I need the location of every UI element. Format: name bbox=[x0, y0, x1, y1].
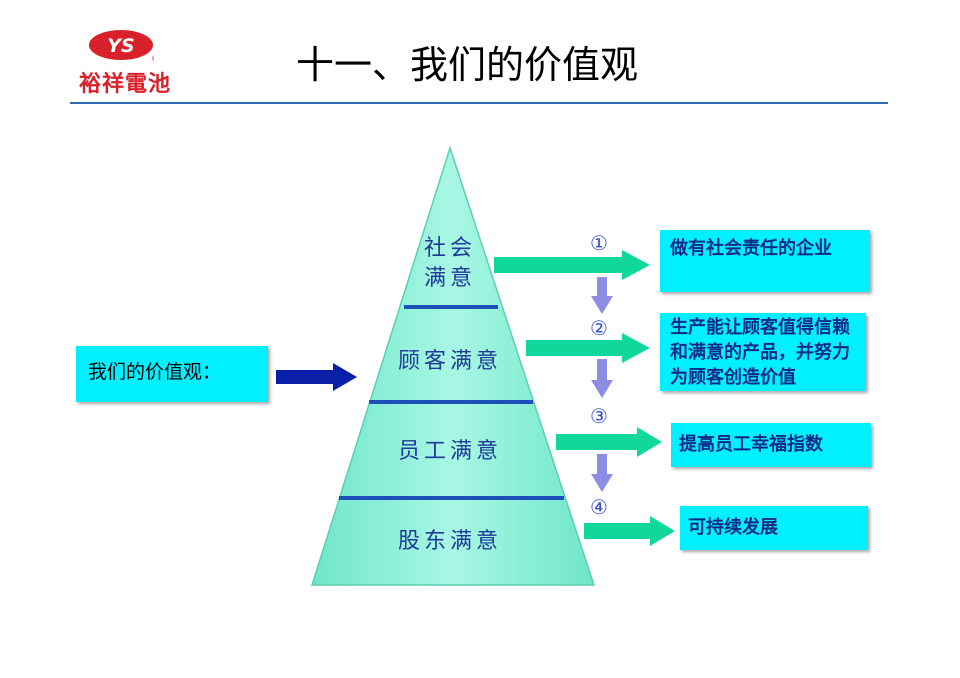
pyramid bbox=[310, 145, 596, 586]
right-box-customer: 生产能让顾客值得信赖和满意的产品，并努力为顾客创造价值 bbox=[660, 313, 866, 391]
values-label-box: 我们的价值观： bbox=[76, 346, 268, 402]
green-arrow-2 bbox=[526, 333, 650, 363]
pyramid-level-social: 社会 满意 bbox=[410, 234, 490, 294]
company-logo: YS ® 裕祥電池 bbox=[60, 28, 190, 100]
step-number-4: ④ bbox=[590, 495, 608, 519]
step-number-2: ② bbox=[590, 316, 608, 340]
green-arrow-1 bbox=[494, 250, 650, 280]
right-box-shareholder: 可持续发展 bbox=[680, 506, 868, 550]
right-box-social: 做有社会责任的企业 bbox=[660, 230, 870, 292]
right-box-employee: 提高员工幸福指数 bbox=[671, 423, 871, 467]
pyramid-level-social-line1: 社会 bbox=[423, 236, 476, 261]
pyramid-level-shareholder: 股东满意 bbox=[397, 529, 502, 554]
down-arrow-3 bbox=[591, 454, 613, 492]
svg-text:®: ® bbox=[151, 55, 154, 62]
header-divider bbox=[70, 102, 888, 104]
step-number-1: ① bbox=[590, 231, 608, 255]
logo-badge-text: YS bbox=[107, 35, 134, 57]
green-arrow-3 bbox=[556, 427, 662, 457]
page-title: 十一、我们的价值观 bbox=[296, 43, 639, 87]
pyramid-level-customer: 顾客满意 bbox=[397, 349, 502, 374]
pyramid-level-employee: 员工满意 bbox=[397, 439, 502, 464]
navy-arrow bbox=[276, 363, 357, 391]
logo-badge: YS ® bbox=[89, 30, 154, 62]
logo-wordmark: 裕祥電池 bbox=[78, 72, 171, 97]
step-number-3: ③ bbox=[590, 404, 608, 428]
green-arrow-4 bbox=[584, 516, 675, 546]
down-arrow-2 bbox=[591, 359, 613, 398]
pyramid-level-social-line2: 满意 bbox=[423, 266, 476, 291]
down-arrow-1 bbox=[591, 277, 613, 314]
